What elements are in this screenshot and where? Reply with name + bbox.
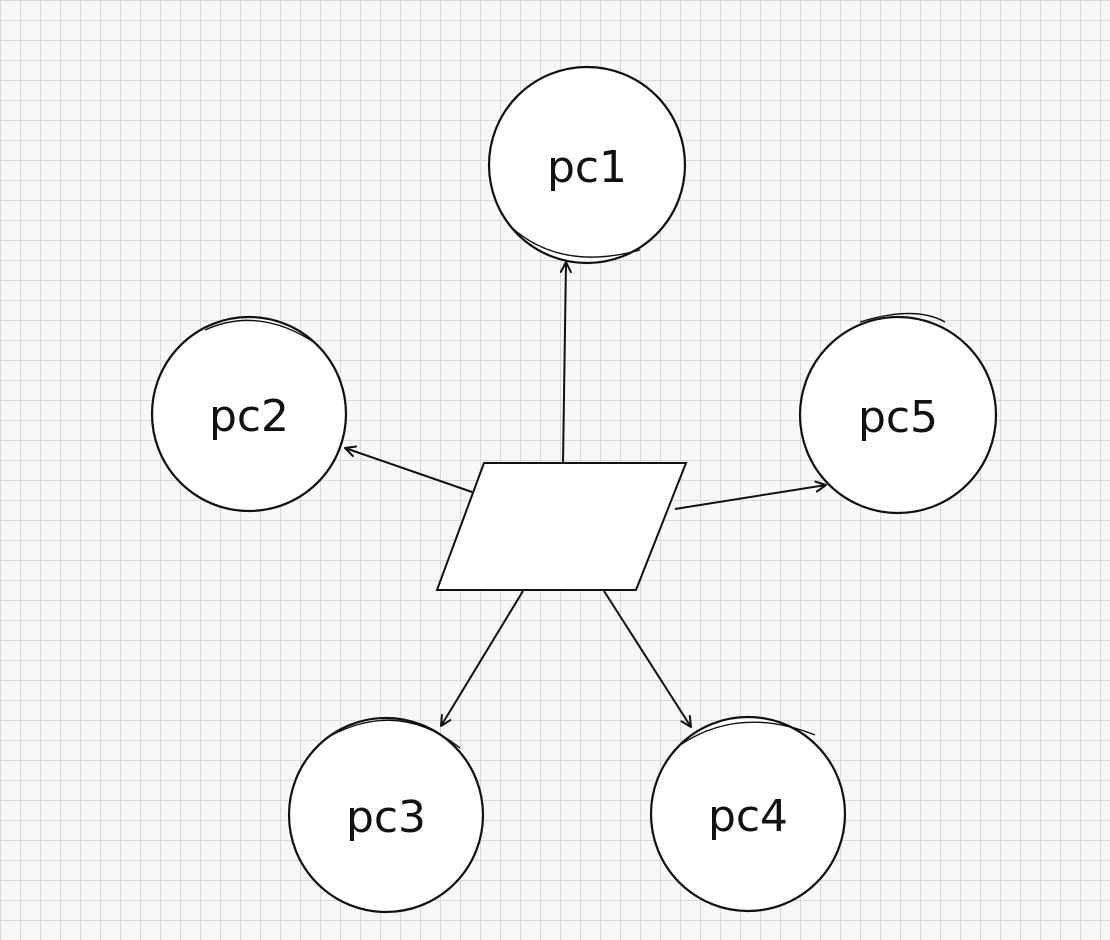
edge-hub-pc5	[674, 480, 827, 510]
node-pc3-label: pc3	[346, 792, 426, 843]
node-pc2[interactable]: pc2	[150, 315, 348, 513]
node-pc1-label: pc1	[547, 142, 627, 193]
node-pc3-sketch-stroke	[331, 719, 461, 749]
node-pc2-label: pc2	[209, 391, 289, 442]
node-pc2-circle	[150, 315, 348, 513]
node-pc3-circle	[287, 716, 485, 914]
node-pc4[interactable]: pc4	[649, 715, 847, 913]
edge-hub-pc4	[603, 590, 692, 728]
node-pc1[interactable]: pc1	[487, 65, 687, 265]
edge-hub-pc1	[559, 261, 572, 464]
node-pc1-sketch-stroke	[509, 225, 641, 258]
node-pc4-circle	[649, 715, 847, 913]
node-pc4-sketch-stroke	[679, 721, 816, 746]
node-pc5-sketch-stroke	[859, 312, 946, 323]
node-pc1-circle	[487, 65, 687, 265]
edge-hub-pc3	[440, 590, 524, 727]
hub-parallelogram[interactable]	[435, 462, 688, 591]
edge-hub-pc2	[344, 445, 473, 493]
node-pc5-circle	[798, 315, 998, 515]
node-pc4-label: pc4	[708, 791, 788, 842]
node-pc5-label: pc5	[858, 392, 938, 443]
node-pc5[interactable]: pc5	[798, 312, 998, 515]
node-pc2-sketch-stroke	[204, 319, 319, 346]
node-pc3[interactable]: pc3	[287, 716, 485, 914]
